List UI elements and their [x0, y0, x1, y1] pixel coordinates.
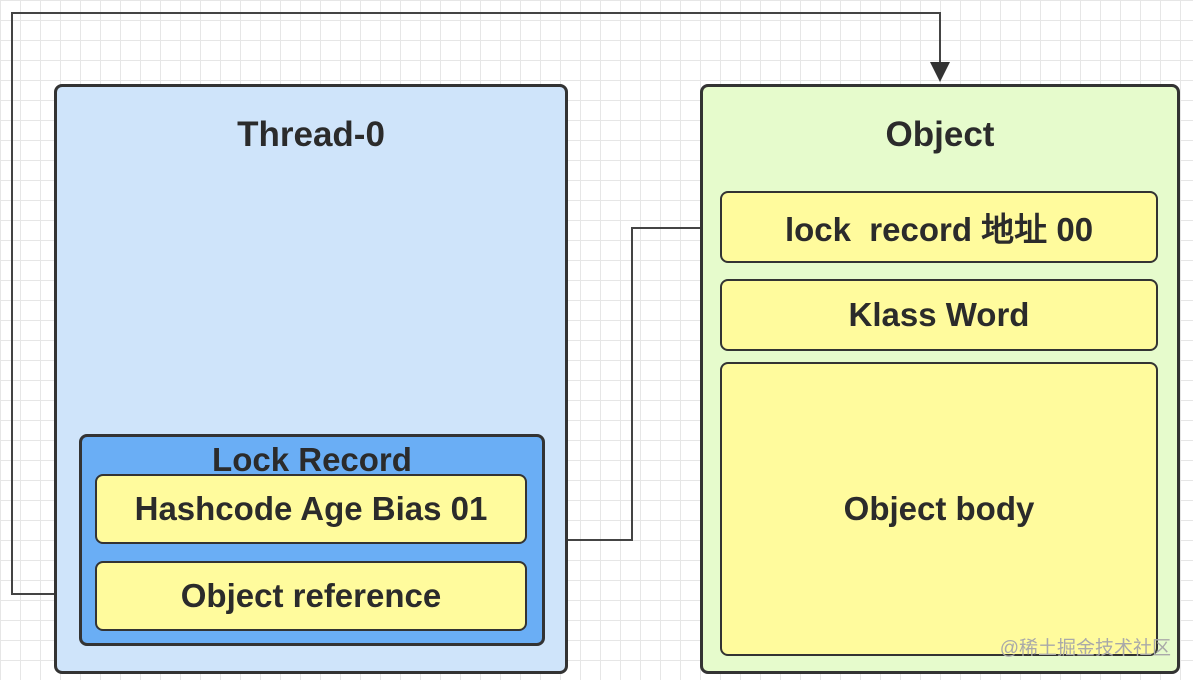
object-reference-arrowhead — [930, 62, 950, 82]
lock-record-address-field: lock record 地址 00 — [720, 191, 1158, 263]
object-title: Object — [885, 115, 995, 154]
klass-word-field: Klass Word — [720, 279, 1158, 351]
object-body-field: Object body — [720, 362, 1158, 656]
hashcode-age-bias-field: Hashcode Age Bias 01 — [95, 474, 527, 544]
object-reference-arrow — [11, 12, 941, 595]
lock-record-title: Lock Record — [212, 441, 412, 478]
lock-record-pointer-arrow — [566, 227, 721, 541]
watermark: @稀土掘金技术社区 — [999, 638, 1171, 659]
object-reference-field: Object reference — [95, 561, 527, 631]
thread-title: Thread-0 — [237, 115, 385, 154]
